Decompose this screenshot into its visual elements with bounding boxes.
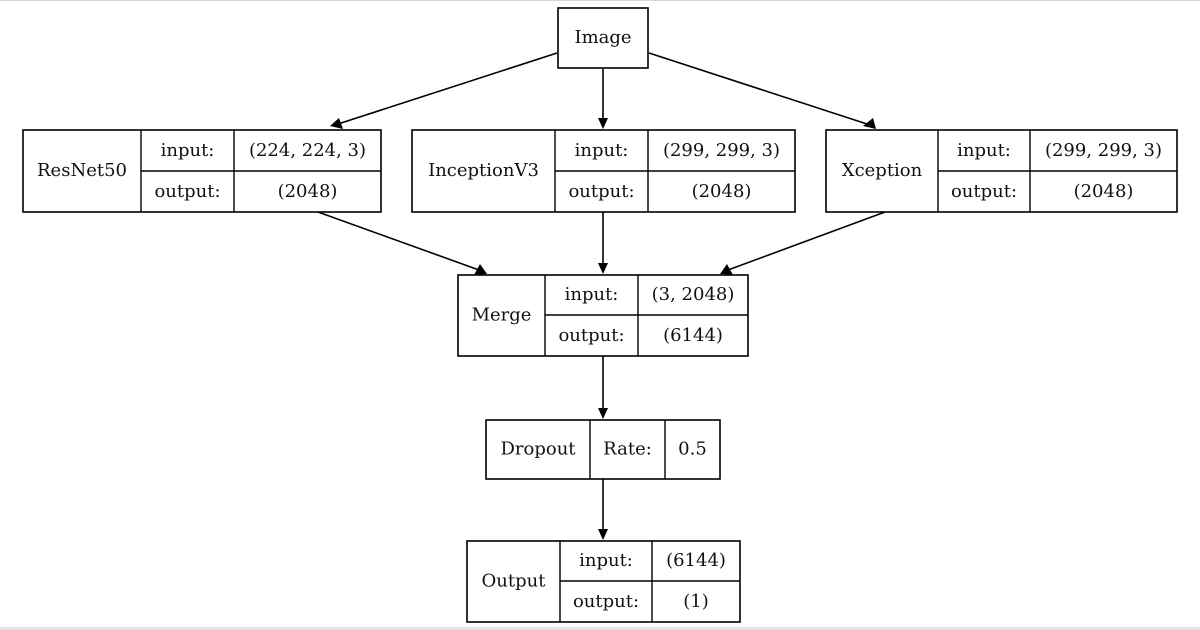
top-divider: [0, 0, 1200, 1]
node-output-title: Output: [482, 571, 547, 592]
node-inceptionv3-title: InceptionV3: [428, 160, 539, 181]
node-xception-input-value: (299, 299, 3): [1045, 140, 1162, 161]
node-dropout-rate-label: Rate:: [603, 439, 652, 460]
node-resnet50-title: ResNet50: [37, 160, 127, 181]
node-xception-output-label: output:: [951, 181, 1017, 202]
edge-image-to-xception: [648, 52, 868, 125]
node-output-input-value: (6144): [666, 550, 726, 571]
node-merge-input-value: (3, 2048): [652, 284, 735, 305]
node-inceptionv3-output-value: (2048): [692, 181, 752, 202]
node-dropout-title: Dropout: [500, 439, 576, 460]
arrowhead-merge-from-xception: [720, 264, 733, 275]
arrowhead-merge-from-resnet50: [474, 264, 487, 275]
node-xception-title: Xception: [842, 160, 923, 181]
node-image-title: Image: [574, 27, 631, 48]
node-inceptionv3-input-value: (299, 299, 3): [663, 140, 780, 161]
edge-image-to-resnet50: [337, 52, 558, 125]
arrowhead-merge-from-inceptionv3: [598, 263, 608, 274]
node-dropout-rate-value: 0.5: [678, 439, 707, 460]
bottom-divider: [0, 627, 1200, 630]
node-resnet50: ResNet50 input: (224, 224, 3) output: (2…: [22, 129, 382, 213]
arrowhead-xception: [863, 118, 876, 129]
node-xception: Xception input: (299, 299, 3) output: (2…: [825, 129, 1178, 213]
node-dropout: Dropout Rate: 0.5: [485, 419, 721, 480]
node-output: Output input: (6144) output: (1): [466, 540, 741, 623]
node-merge-output-value: (6144): [663, 325, 723, 346]
node-inceptionv3-output-label: output:: [568, 181, 634, 202]
edges: [317, 52, 886, 540]
node-merge-title: Merge: [472, 305, 532, 326]
node-output-output-value: (1): [683, 591, 709, 612]
node-merge-input-label: input:: [565, 284, 619, 305]
node-resnet50-input-label: input:: [161, 140, 215, 161]
node-resnet50-output-value: (2048): [278, 181, 338, 202]
node-resnet50-output-label: output:: [154, 181, 220, 202]
node-merge: Merge input: (3, 2048) output: (6144): [457, 274, 749, 357]
arrowhead-dropout: [598, 408, 608, 419]
node-xception-input-label: input:: [957, 140, 1011, 161]
node-output-input-label: input:: [579, 550, 633, 571]
node-merge-output-label: output:: [558, 325, 624, 346]
node-xception-output-value: (2048): [1074, 181, 1134, 202]
node-resnet50-input-value: (224, 224, 3): [249, 140, 366, 161]
node-image: Image: [557, 7, 649, 69]
node-dropout-box: [485, 419, 721, 480]
node-inceptionv3-input-label: input:: [575, 140, 629, 161]
arrowhead-inceptionv3: [598, 118, 608, 129]
node-inceptionv3: InceptionV3 input: (299, 299, 3) output:…: [411, 129, 796, 213]
arrowhead-output: [598, 529, 608, 540]
edge-resnet50-to-merge: [317, 211, 480, 271]
node-image-box: [557, 7, 649, 69]
node-output-output-label: output:: [573, 591, 639, 612]
arrowhead-resnet50: [330, 118, 343, 129]
edge-xception-to-merge: [727, 211, 886, 271]
